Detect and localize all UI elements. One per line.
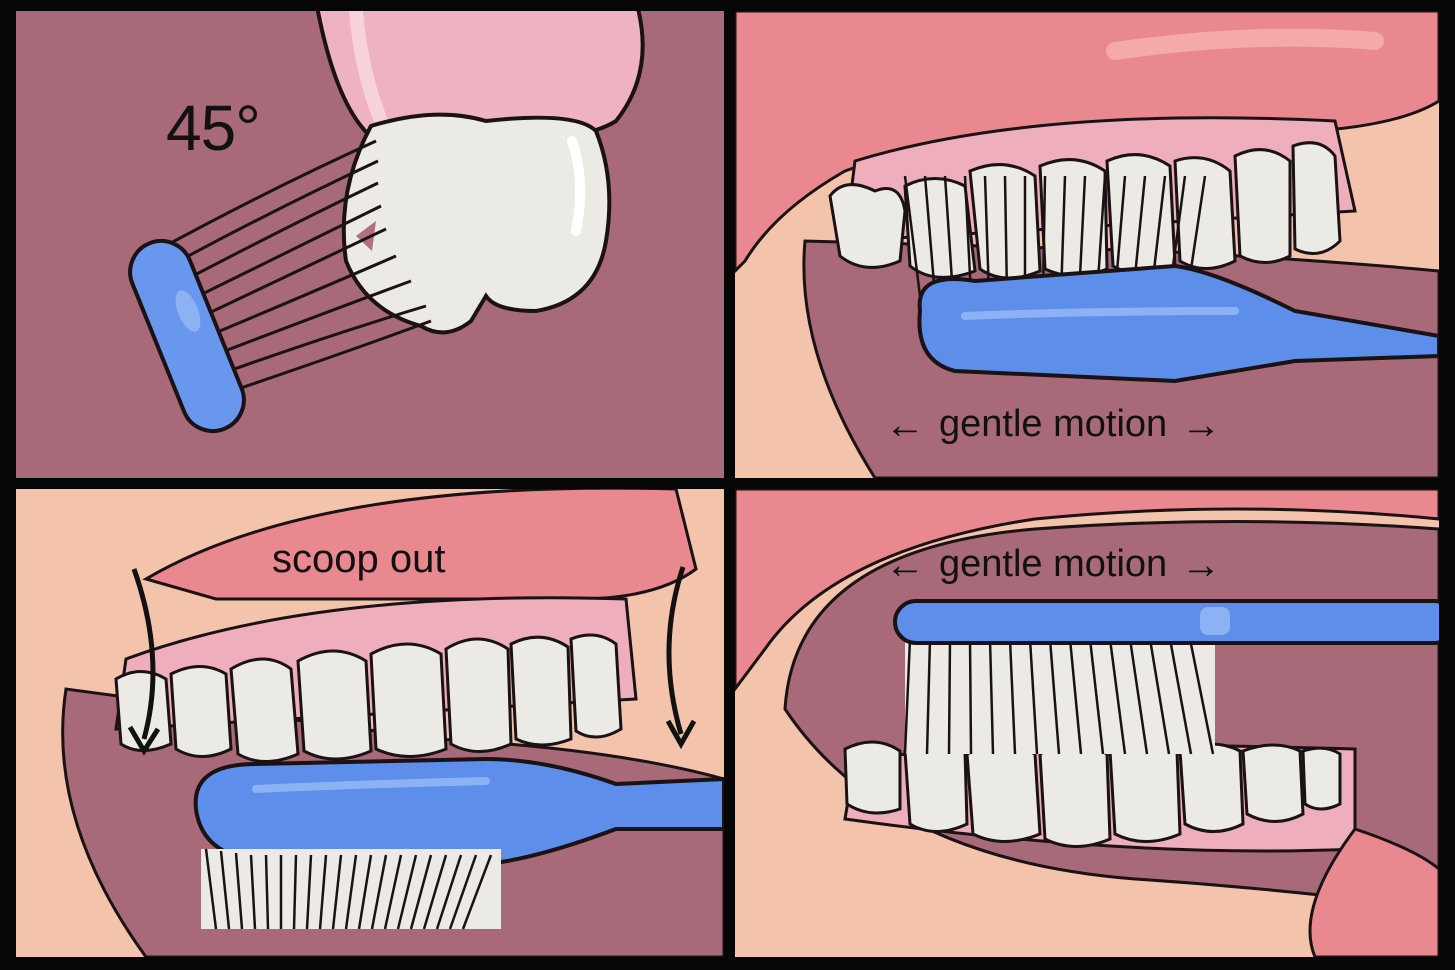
right-arrow-icon: → (1181, 542, 1222, 587)
motion-label-lower: ← gentle motion → (885, 543, 1221, 586)
angle-label: 45° (166, 92, 261, 164)
left-arrow-icon: ← (885, 402, 925, 447)
panel-inner-front-art (16, 489, 724, 957)
panel-angle: 45° (16, 11, 724, 478)
left-arrow-icon: ← (885, 542, 925, 587)
upper-lip (142, 489, 698, 601)
motion-text: gentle motion (939, 543, 1168, 585)
panel-inner-front: scoop out (16, 489, 724, 957)
bristles (155, 139, 432, 397)
scoop-arrow-right (666, 566, 686, 735)
panel-outer-upper-art (735, 11, 1439, 478)
bristles (903, 638, 1215, 755)
panel-outer-lower-art (735, 489, 1439, 957)
toothbrush (893, 599, 1439, 645)
lower-lip (1308, 827, 1439, 957)
scoop-label: scoop out (272, 537, 446, 581)
bristles (201, 848, 501, 930)
brush-head (128, 239, 246, 433)
panel-angle-art (16, 11, 724, 478)
scoop-arrow-left (131, 568, 156, 740)
right-arrow-icon: → (1181, 402, 1222, 447)
panel-outer-lower: ← gentle motion → (735, 489, 1439, 957)
motion-text: gentle motion (939, 403, 1168, 445)
panel-outer-upper: ← gentle motion → (735, 11, 1439, 478)
upper-lip (735, 489, 1439, 692)
motion-label-upper: ← gentle motion → (885, 403, 1221, 446)
toothbrush (917, 263, 1439, 384)
teeth (843, 740, 1342, 848)
